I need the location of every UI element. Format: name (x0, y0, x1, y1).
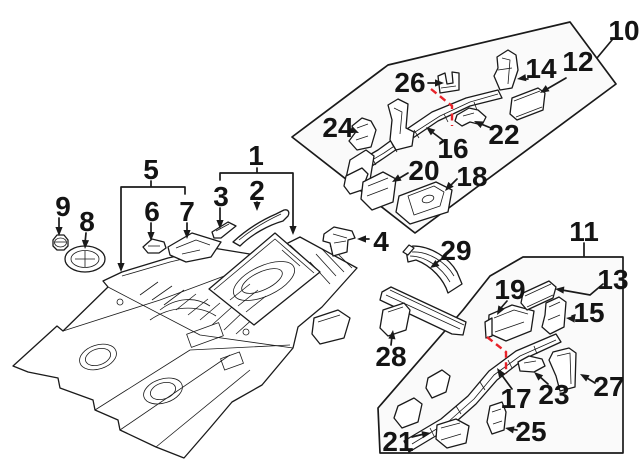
callout-10-label[interactable]: 10 (608, 15, 639, 46)
callout-2-label[interactable]: 2 (249, 175, 265, 206)
callout-2[interactable]: 2 (249, 175, 265, 211)
part-bracket-14 (493, 49, 519, 91)
callout-9-label[interactable]: 9 (55, 191, 71, 222)
callout-17[interactable]: 17 (494, 365, 532, 414)
callout-18-label[interactable]: 18 (456, 161, 487, 192)
part-bracket-15 (541, 296, 567, 335)
callout-25-label[interactable]: 25 (515, 416, 546, 447)
callout-12[interactable]: 12 (538, 46, 594, 97)
part-bracket-19 (484, 304, 535, 342)
callout-4-label[interactable]: 4 (373, 226, 389, 257)
part-side-rail-16 (343, 89, 503, 195)
callout-1[interactable]: 1 (219, 140, 297, 235)
part-strip-3 (211, 221, 237, 239)
callout-12-label[interactable]: 12 (562, 46, 593, 77)
callout-6-label[interactable]: 6 (144, 196, 160, 227)
part-plate-7 (167, 232, 222, 263)
part-floor-cap (64, 245, 106, 273)
part-bracket-24 (348, 117, 377, 151)
part-bracket-4 (322, 226, 356, 257)
callout-20[interactable]: 20 (390, 155, 440, 186)
callout-27[interactable]: 27 (578, 370, 625, 402)
callout-29-label[interactable]: 29 (440, 235, 471, 266)
locator-dash-upper (430, 88, 454, 126)
callout-24[interactable]: 24 (322, 112, 361, 143)
part-bracket-6 (142, 238, 167, 254)
callout-13-label[interactable]: 13 (597, 264, 628, 295)
callout-28[interactable]: 28 (375, 329, 407, 372)
callout-8-label[interactable]: 8 (79, 206, 95, 237)
callout-17-label[interactable]: 17 (500, 383, 531, 414)
part-clip-26 (437, 71, 460, 94)
callout-28-label[interactable]: 28 (375, 341, 406, 372)
callout-13[interactable]: 13 (554, 264, 629, 296)
part-plug-nut (52, 234, 69, 251)
callout-23-label[interactable]: 23 (538, 379, 569, 410)
callout-14[interactable]: 14 (516, 53, 557, 84)
callout-5[interactable]: 5 (117, 154, 186, 272)
callout-15[interactable]: 15 (565, 297, 605, 328)
callout-22-label[interactable]: 22 (488, 119, 519, 150)
part-crossmember-28 (379, 286, 467, 337)
callout-9[interactable]: 9 (55, 191, 71, 236)
callout-11[interactable]: 11 (569, 216, 599, 257)
callout-23[interactable]: 23 (531, 369, 570, 410)
callout-26[interactable]: 26 (394, 67, 444, 98)
callout-3[interactable]: 3 (213, 181, 229, 229)
callout-14-label[interactable]: 14 (525, 53, 557, 84)
callout-6[interactable]: 6 (144, 196, 160, 241)
callout-19-label[interactable]: 19 (494, 274, 525, 305)
part-pan-edge-bracket (311, 309, 351, 345)
part-bracket-20 (360, 171, 397, 211)
callout-1-label[interactable]: 1 (248, 140, 264, 171)
callout-20-label[interactable]: 20 (408, 155, 439, 186)
callout-22[interactable]: 22 (472, 117, 520, 150)
callout-15-label[interactable]: 15 (573, 297, 604, 328)
locator-dash-lower (486, 336, 508, 374)
callout-4[interactable]: 4 (357, 226, 389, 257)
part-bracket-21 (435, 418, 470, 449)
callout-24-label[interactable]: 24 (322, 112, 354, 143)
callout-3-label[interactable]: 3 (213, 181, 229, 212)
callout-26-label[interactable]: 26 (394, 67, 425, 98)
callout-18[interactable]: 18 (442, 161, 488, 194)
part-bracket-25 (486, 401, 507, 435)
callout-19[interactable]: 19 (493, 274, 526, 317)
callout-25[interactable]: 25 (504, 416, 547, 447)
callout-8[interactable]: 8 (79, 206, 95, 250)
part-plate-18 (395, 181, 453, 225)
part-crossbar-2 (232, 209, 290, 247)
callout-10[interactable]: 10 (596, 15, 640, 59)
callout-16[interactable]: 16 (423, 124, 469, 164)
callout-27-label[interactable]: 27 (593, 371, 624, 402)
part-panel-27 (548, 347, 577, 392)
part-clamp-23 (517, 355, 546, 373)
callout-29[interactable]: 29 (427, 235, 472, 271)
callout-21-label[interactable]: 21 (382, 426, 413, 457)
callout-16-label[interactable]: 16 (437, 133, 468, 164)
callout-7-label[interactable]: 7 (179, 196, 195, 227)
part-rear-floor-panel (208, 232, 321, 326)
part-sill-13 (520, 280, 557, 311)
callout-7[interactable]: 7 (179, 196, 195, 239)
part-sill-12 (509, 87, 546, 121)
callout-5-label[interactable]: 5 (143, 154, 159, 185)
callout-11-label[interactable]: 11 (569, 216, 599, 247)
callout-21[interactable]: 21 (382, 426, 432, 457)
